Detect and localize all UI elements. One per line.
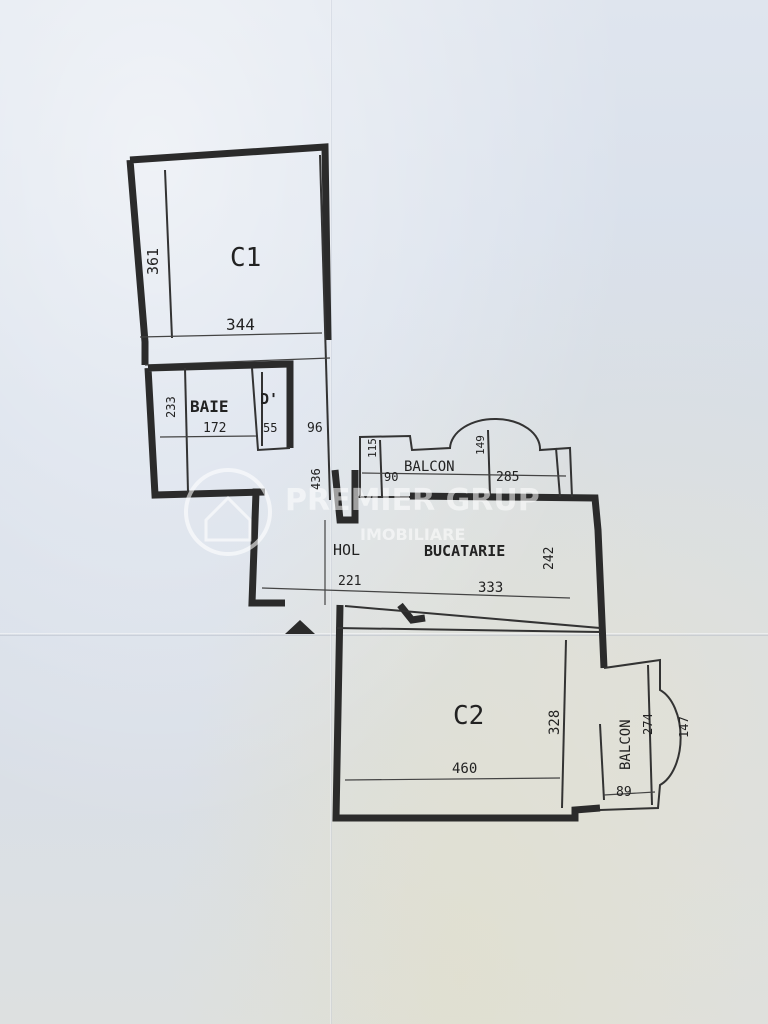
balcon-right [599,658,682,811]
room-baie [144,360,294,499]
dim-debara-width: 55 [263,421,277,435]
dim-hol-height: 436 [309,468,323,490]
room-hol-bucatarie [248,469,608,669]
dim-c1-height: 361 [144,248,162,275]
room-label-hol: HOL [333,541,360,559]
balcon-top [359,418,573,498]
dim-balcon-149: 149 [474,435,487,455]
dim-c2-width: 460 [452,761,477,777]
watermark-line1: PREMIER GRUP [285,483,540,518]
dim-balcon-115: 115 [366,438,379,458]
room-c2 [332,604,601,822]
watermark-logo-icon [184,468,272,556]
dim-balcon-89: 89 [616,785,632,800]
watermark-line2: IMOBILIARE [360,525,465,544]
room-c1 [126,143,332,501]
dim-bucatarie-242: 242 [542,547,557,570]
room-label-bucatarie: BUCATARIE [424,542,505,560]
dim-balcon-285: 285 [496,470,519,485]
room-label-balcon-top: BALCON [404,459,455,475]
dim-baie-width: 172 [203,421,226,436]
dim-c1-width: 344 [226,315,255,334]
watermark: PREMIER GRUP IMOBILIARE [184,468,540,556]
dim-balcon-90: 90 [384,470,398,484]
dim-bucatarie-width: 333 [478,580,503,596]
room-label-debara: D' [260,390,278,408]
paper-fold-horizontal [0,633,768,636]
room-label-baie: BAIE [190,397,229,416]
dim-balcon-147: 147 [677,716,691,738]
dim-hol-width: 221 [338,574,361,589]
dim-hol-small: 96 [307,421,323,436]
paper-fold-vertical [330,0,332,1024]
room-label-c2: C2 [453,701,484,731]
dim-c2-height: 328 [547,710,563,735]
room-label-balcon-right: BALCON [618,719,634,770]
dim-baie-height: 233 [164,396,178,418]
dim-balcon-274: 274 [641,713,655,735]
room-label-c1: C1 [230,243,261,273]
